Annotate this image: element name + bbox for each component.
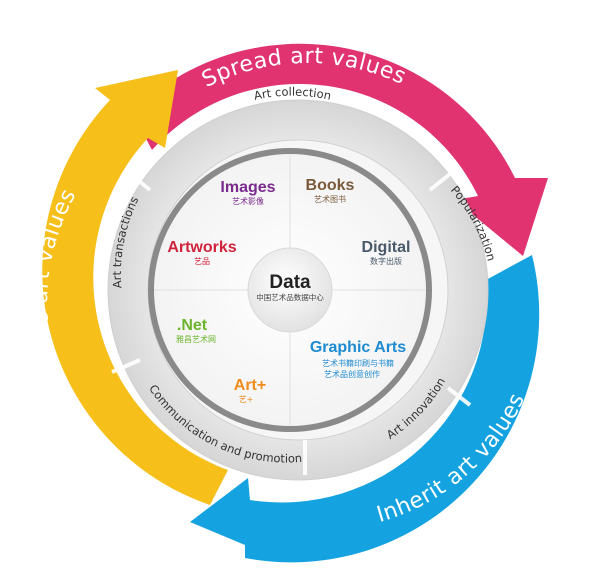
center-hub: Data 中国艺术品数据中心: [247, 247, 333, 333]
segment-digital: Digital 数字出版: [362, 239, 411, 266]
segment-graphic-arts: Graphic Arts 艺术书籍印刷与书籍 艺术品创意创作: [310, 339, 406, 379]
books-subtitle: 艺术图书: [314, 194, 346, 204]
digital-subtitle: 数字出版: [370, 256, 402, 266]
graphic-arts-subtitle-2: 艺术品创意创作: [324, 369, 380, 379]
inherit-arrow-shape: [190, 255, 540, 563]
segment-art-plus: Art+ 艺+: [234, 377, 266, 404]
enhance-arrow: Enhance art values: [28, 70, 228, 505]
enhance-arrow-shape: [42, 70, 228, 505]
center-title: Data: [269, 272, 311, 293]
images-subtitle: 艺术影像: [232, 196, 264, 206]
segment-artworks: Artworks 艺品: [167, 239, 236, 266]
segment-images: Images 艺术影像: [220, 179, 275, 206]
artworks-subtitle: 艺品: [194, 257, 210, 266]
artworks-title: Artworks: [167, 239, 236, 256]
net-subtitle: 雅昌艺术网: [176, 334, 216, 344]
art-plus-subtitle: 艺+: [239, 395, 254, 404]
segment-net: .Net 雅昌艺术网: [176, 317, 216, 344]
segment-books: Books 艺术图书: [306, 177, 355, 204]
graphic-arts-title: Graphic Arts: [310, 339, 406, 356]
ring-label-art-collection: Art collection: [253, 85, 333, 103]
digital-title: Digital: [362, 239, 411, 256]
images-title: Images: [220, 179, 275, 196]
art-plus-title: Art+: [234, 377, 266, 394]
graphic-arts-subtitle-1: 艺术书籍印刷与书籍: [322, 358, 394, 368]
spread-arrow-shape: [132, 43, 548, 257]
books-title: Books: [306, 177, 355, 194]
net-title: .Net: [177, 317, 208, 334]
center-subtitle: 中国艺术品数据中心: [256, 292, 324, 302]
